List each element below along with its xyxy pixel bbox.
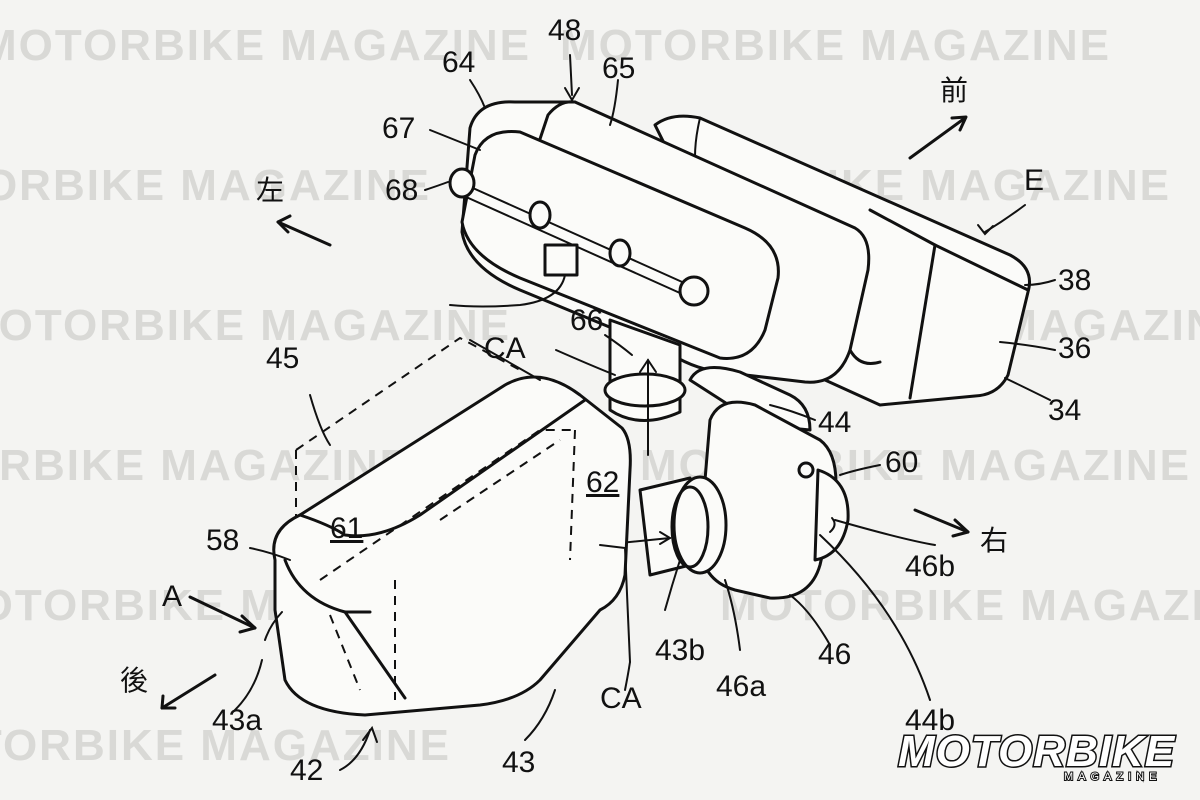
watermark-sub: MAGAZINE xyxy=(1064,771,1161,783)
upper-box-48 xyxy=(448,100,871,384)
label-front: 前 xyxy=(940,74,968,107)
watermark-brand: MOTORBIKE xyxy=(898,727,1176,776)
leader-lines xyxy=(234,54,1056,771)
bg-text-row-1b: MOTORBIKE MAGAZINE xyxy=(560,21,1111,70)
label-60: 60 xyxy=(885,446,918,479)
main-body-43 xyxy=(272,336,632,717)
arrow-left-icon xyxy=(276,220,332,247)
label-44: 44 xyxy=(818,406,851,439)
bg-text-row-4: MOTORBIKE MAGAZINE xyxy=(0,441,411,490)
arrow-view-a-icon xyxy=(188,595,257,630)
direction-labels: 前 左 右 後 xyxy=(120,74,1008,697)
label-48: 48 xyxy=(548,14,581,47)
bg-text-row-2: MOTORBIKE MAGAZINE xyxy=(0,161,431,210)
label-66: 66 xyxy=(570,304,603,337)
bg-text-row-3: MOTORBIKE MAGAZINE xyxy=(0,301,511,350)
bg-text-row-6: MOTORBIKE MAGAZINE xyxy=(0,721,451,770)
rod-assembly-68 xyxy=(448,167,710,308)
label-61: 61 xyxy=(330,512,363,545)
shaft-66 xyxy=(603,318,687,456)
arrow-front-icon xyxy=(908,116,967,160)
label-43b: 43b xyxy=(655,634,705,667)
label-46b: 46b xyxy=(905,550,955,583)
label-a: A xyxy=(162,580,182,613)
label-ca-top: CA xyxy=(484,332,526,365)
arrow-rear-icon xyxy=(160,673,217,710)
joint-43b xyxy=(599,475,728,577)
label-62: 62 xyxy=(586,466,619,499)
label-44b: 44b xyxy=(905,704,955,737)
axis-ca xyxy=(555,349,631,663)
actuator-46 xyxy=(688,366,850,600)
arrow-right-icon xyxy=(913,508,970,534)
label-38: 38 xyxy=(1058,264,1091,297)
label-rear: 後 xyxy=(120,664,148,697)
label-43a: 43a xyxy=(212,704,262,737)
brand-watermark: MOTORBIKE MAGAZINE xyxy=(897,726,1177,785)
label-58: 58 xyxy=(206,524,239,557)
direction-arrows xyxy=(160,115,970,710)
background-pattern: MOTORBIKE MAGAZINE MOTORBIKE MAGAZINE MO… xyxy=(0,21,1200,770)
bg-text-row-1: MOTORBIKE MAGAZINE xyxy=(0,21,531,70)
label-45: 45 xyxy=(266,342,299,375)
label-64: 64 xyxy=(442,46,475,79)
label-36: 36 xyxy=(1058,332,1091,365)
label-46: 46 xyxy=(818,638,851,671)
label-43: 43 xyxy=(502,746,535,779)
label-42: 42 xyxy=(290,754,323,787)
label-left: 左 xyxy=(256,174,284,207)
label-68: 68 xyxy=(385,174,418,207)
label-right: 右 xyxy=(980,524,1008,557)
label-ca-bottom: CA xyxy=(600,682,642,715)
label-e: E xyxy=(1024,164,1044,197)
label-67: 67 xyxy=(382,112,415,145)
label-46a: 46a xyxy=(716,670,766,703)
callout-labels: 64 48 65 67 68 66 CA 45 44 60 62 61 58 A… xyxy=(162,14,1091,787)
label-34: 34 xyxy=(1048,394,1081,427)
label-65: 65 xyxy=(602,52,635,85)
